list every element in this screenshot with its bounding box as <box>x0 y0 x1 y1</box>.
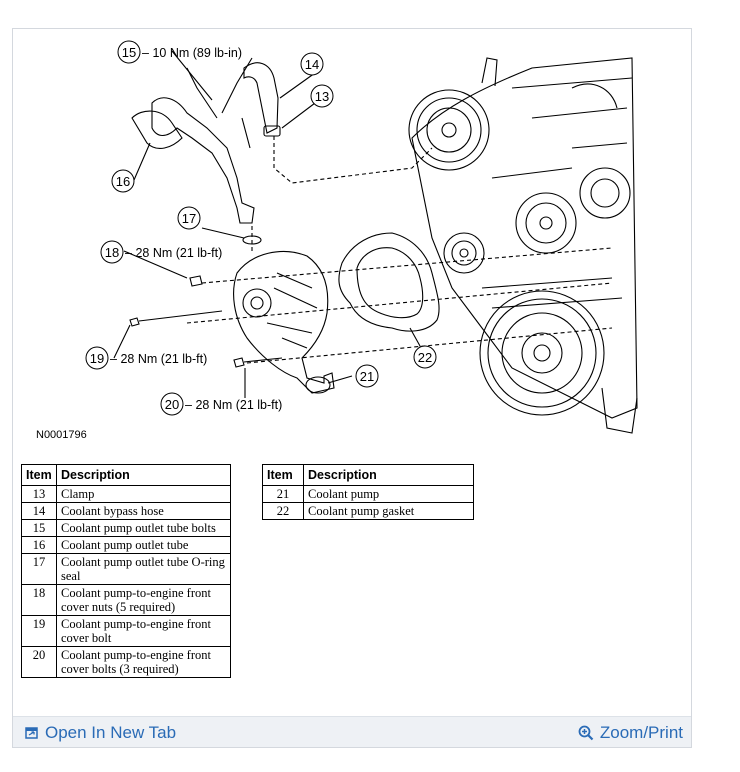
callout-torque: – 28 Nm (21 lb-ft) <box>185 398 282 412</box>
callout-number: 13 <box>315 89 329 104</box>
item-cell: 21 <box>262 485 304 503</box>
item-cell: 22 <box>262 502 304 520</box>
description-header: Description <box>303 464 474 486</box>
exploded-view-diagram: 15 – 10 Nm (89 lb-in) 14 13 16 17 18 – 2… <box>36 40 638 441</box>
callout-number: 15 <box>122 45 136 60</box>
callout-number: 17 <box>182 211 196 226</box>
callout-17: 17 <box>177 206 201 230</box>
nut-18-drawing <box>189 275 203 287</box>
engine-block-drawing <box>408 57 638 434</box>
description-cell: Clamp <box>56 485 231 503</box>
callout-torque: – 28 Nm (21 lb-ft) <box>125 246 222 260</box>
description-cell: Coolant pump outlet tube bolts <box>56 519 231 537</box>
coolant-pump-outlet-tube-drawing <box>131 97 255 224</box>
description-cell: Coolant pump gasket <box>303 502 474 520</box>
callout-number: 19 <box>90 351 104 366</box>
bolt-19-drawing <box>129 310 223 327</box>
callout-20: 20 – 28 Nm (21 lb-ft) <box>160 392 282 416</box>
item-header: Item <box>21 464 57 486</box>
description-cell: Coolant pump <box>303 485 474 503</box>
zoom-print-link[interactable]: Zoom/Print <box>578 723 683 743</box>
callout-22: 22 <box>413 345 437 369</box>
callout-number: 14 <box>305 57 319 72</box>
description-header: Description <box>56 464 231 486</box>
callout-number: 16 <box>116 174 130 189</box>
description-cell: Coolant bypass hose <box>56 502 231 520</box>
clamp-drawing <box>263 125 281 137</box>
description-cell: Coolant pump outlet tube O-ring seal <box>56 553 231 585</box>
table-header-row: Item Description <box>262 464 474 486</box>
bolt-20-drawing <box>233 357 283 368</box>
callout-18: 18 – 28 Nm (21 lb-ft) <box>100 240 222 264</box>
callout-14: 14 <box>300 52 324 76</box>
zoom-print-label: Zoom/Print <box>599 723 683 742</box>
callout-torque: – 10 Nm (89 lb-in) <box>142 46 242 60</box>
callout-number: 22 <box>418 350 432 365</box>
description-cell: Coolant pump-to-engine front cover nuts … <box>56 584 231 616</box>
footer-bar: Open In New Tab Zoom/Print <box>13 716 691 747</box>
callout-number: 21 <box>360 369 374 384</box>
o-ring-seal-drawing <box>242 235 262 245</box>
callout-13: 13 <box>310 84 334 108</box>
callout-15: 15 – 10 Nm (89 lb-in) <box>117 40 242 64</box>
coolant-pump-gasket-drawing <box>338 232 440 332</box>
item-cell: 18 <box>21 584 57 616</box>
coolant-pump-drawing <box>233 250 335 394</box>
callout-torque: – 28 Nm (21 lb-ft) <box>110 352 207 366</box>
coolant-bypass-hose-drawing <box>243 62 279 134</box>
callout-16: 16 <box>111 169 135 193</box>
description-cell: Coolant pump-to-engine front cover bolts… <box>56 646 231 678</box>
open-new-tab-icon <box>25 727 38 739</box>
item-cell: 20 <box>21 646 57 678</box>
item-header: Item <box>262 464 304 486</box>
item-cell: 13 <box>21 485 57 503</box>
item-cell: 15 <box>21 519 57 537</box>
magnifier-plus-icon <box>578 725 594 741</box>
description-cell: Coolant pump outlet tube <box>56 536 231 554</box>
table-header-row: Item Description <box>21 464 231 486</box>
item-cell: 19 <box>21 615 57 647</box>
item-cell: 17 <box>21 553 57 585</box>
callout-number: 20 <box>165 397 179 412</box>
callout-19: 19 – 28 Nm (21 lb-ft) <box>85 346 207 370</box>
description-cell: Coolant pump-to-engine front cover bolt <box>56 615 231 647</box>
item-cell: 14 <box>21 502 57 520</box>
callout-number: 18 <box>105 245 119 260</box>
callout-21: 21 <box>355 364 379 388</box>
item-cell: 16 <box>21 536 57 554</box>
figure-id: N0001796 <box>36 429 87 441</box>
open-in-new-tab-label: Open In New Tab <box>45 723 177 742</box>
open-in-new-tab-link[interactable]: Open In New Tab <box>25 723 176 743</box>
